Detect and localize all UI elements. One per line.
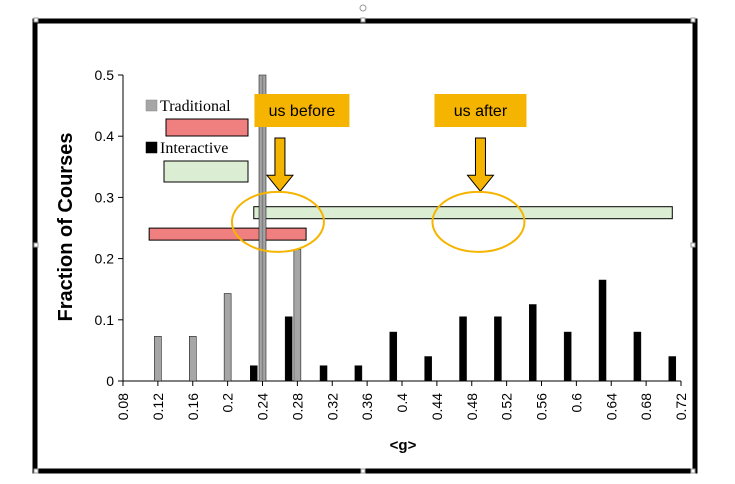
x-tick-label: 0.24 [255,393,271,420]
x-tick-label: 0.44 [429,393,445,420]
x-tick-label: 0.08 [115,393,131,420]
bar-interactive [668,356,677,382]
x-tick-label: 0.36 [359,393,375,420]
bar-interactive [563,331,572,382]
x-tick-label: 0.32 [324,393,340,420]
annotation-box [254,94,350,127]
x-tick-label: 0.28 [289,393,305,420]
rotate-handle[interactable] [359,4,367,12]
annotation-arrow [265,137,294,193]
bar-traditional [154,336,162,382]
annotation-box [434,94,527,127]
bar-interactive [633,331,642,382]
x-tick-label: 0.2 [220,393,236,413]
legend-swatch-traditional [145,99,158,112]
range-bar-traditional [148,227,307,241]
bar-traditional [293,249,302,382]
bar-interactive [529,304,537,382]
y-tick-label: 0.3 [95,189,115,205]
bar-interactive [284,316,293,382]
x-tick-label: 0.12 [150,393,166,420]
bar-interactive [319,365,328,382]
bar-interactive [424,356,432,382]
annotation-circle [431,190,526,253]
x-tick-label: 0.64 [603,393,619,420]
legend-swatch-interactive [145,141,158,154]
chart-frame [32,18,698,474]
bar-interactive [459,316,467,382]
y-tick-label: 0 [106,373,114,389]
y-tick-label: 0.4 [95,128,115,144]
y-axis-title: Fraction of Courses [55,133,77,322]
annotation-circle [230,190,325,253]
bar-traditional [189,336,197,382]
x-tick-label: 0.56 [534,393,550,420]
x-tick-label: 0.4 [394,393,410,413]
x-tick-label: 0.6 [568,393,584,413]
range-bar-interactive [253,206,673,220]
legend-label-interactive: Interactive [160,140,228,157]
y-tick-label: 0.5 [95,67,115,83]
plot-area: 0 0.1 0.2 0.3 0.4 0.5 0.08 0.12 0.16 0.2 0.24 0.28 0… [95,67,689,420]
bar-interactive [354,365,363,382]
legend-label-traditional: Traditional [160,98,231,115]
x-tick-label: 0.16 [185,393,201,420]
legend-range-swatch-traditional [165,118,249,137]
bar-interactive [494,316,502,382]
annotation-label: us before [269,103,336,120]
bar-interactive [598,279,607,382]
bar-traditional [223,293,232,382]
resize-handles[interactable] [33,17,696,474]
legend-range-swatch-interactive [163,160,249,183]
bar-interactive [389,331,398,382]
x-axis-title: <g> [390,437,417,454]
y-tick-label: 0.1 [95,312,115,328]
annotation-arrow [466,137,495,193]
annotation-label: us after [454,103,508,120]
bar-interactive [250,365,258,382]
x-tick-label: 0.72 [673,393,689,420]
x-tick-label: 0.68 [638,393,654,420]
x-tick-label: 0.48 [464,393,480,420]
x-tick-label: 0.52 [499,393,515,420]
y-tick-label: 0.2 [95,251,115,267]
